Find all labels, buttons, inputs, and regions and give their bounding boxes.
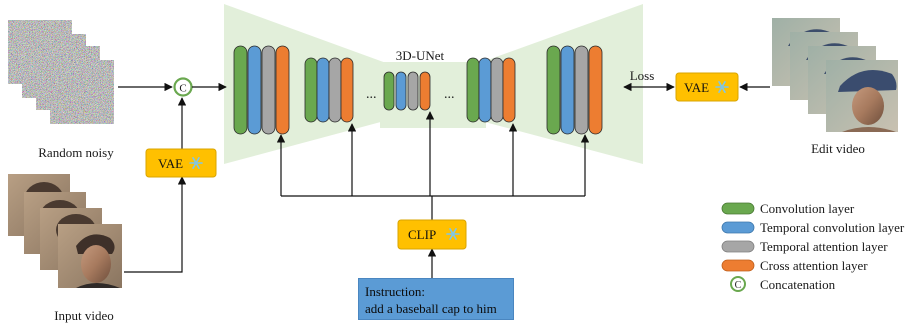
vae-output-module: VAE [675, 72, 739, 102]
input-video-stack [8, 174, 122, 288]
legend-swatch-conv [721, 202, 755, 215]
legend-swatch-cross-attn [721, 259, 755, 272]
temporal-attention-layer [261, 45, 276, 135]
vae-input-module: VAE [145, 148, 217, 178]
convolution-layer [304, 57, 318, 123]
unet-block-3 [383, 71, 431, 111]
svg-text:VAE: VAE [684, 80, 709, 95]
temporal-conv-layer [395, 71, 407, 111]
unet-block-2 [304, 57, 354, 123]
convolution-layer [466, 57, 480, 123]
legend-label: Convolution layer [760, 201, 855, 216]
legend-label: Concatenation [760, 277, 836, 292]
legend-label: Temporal convolution layer [760, 220, 905, 235]
cross-attention-layer [340, 57, 354, 123]
svg-text:C: C [735, 280, 742, 291]
legend: Convolution layer Temporal convolution l… [721, 201, 905, 292]
temporal-attention-layer [407, 71, 419, 111]
random-noisy-label: Random noisy [38, 145, 114, 160]
unet-block-4 [466, 57, 516, 123]
convolution-layer [383, 71, 395, 111]
svg-text:CLIP: CLIP [408, 227, 436, 242]
snowflake-icon [446, 228, 460, 240]
unet-title: 3D-UNet [396, 48, 445, 63]
svg-text:C: C [179, 83, 186, 95]
snowflake-icon [189, 157, 203, 169]
legend-label: Cross attention layer [760, 258, 868, 273]
cross-attention-layer [275, 45, 290, 135]
snowflake-icon [715, 81, 729, 93]
unet-block-1 [233, 45, 290, 135]
edit-video-label: Edit video [811, 141, 865, 156]
legend-swatch-temporal-conv [721, 221, 755, 234]
arrow-input-to-vae [124, 176, 187, 273]
loss-label: Loss [630, 68, 655, 83]
unet-block-5 [546, 45, 603, 135]
temporal-conv-layer [478, 57, 492, 123]
input-video-label: Input video [54, 308, 114, 323]
clip-module: CLIP [397, 219, 467, 250]
ellipsis-right: ... [444, 87, 455, 102]
cross-attention-layer [502, 57, 516, 123]
cross-attention-layer [588, 45, 603, 135]
legend-concat-symbol: C [730, 276, 746, 292]
instruction-box: Instruction: add a baseball cap to him [358, 278, 514, 320]
legend-label: Temporal attention layer [760, 239, 888, 254]
cross-attention-layer [419, 71, 431, 111]
edit-video-stack [772, 18, 898, 132]
temporal-conv-layer [247, 45, 262, 135]
concat-symbol: C [173, 77, 193, 97]
temporal-conv-layer [560, 45, 575, 135]
temporal-attention-layer [328, 57, 342, 123]
convolution-layer [233, 45, 248, 135]
convolution-layer [546, 45, 561, 135]
svg-text:VAE: VAE [158, 156, 183, 171]
temporal-attention-layer [490, 57, 504, 123]
temporal-attention-layer [574, 45, 589, 135]
legend-swatch-temporal-attn [721, 240, 755, 253]
random-noisy-stack [7, 19, 115, 125]
instruction-text: add a baseball cap to him [365, 301, 497, 316]
ellipsis-left: ... [366, 87, 377, 102]
temporal-conv-layer [316, 57, 330, 123]
instruction-heading: Instruction: [365, 284, 425, 299]
